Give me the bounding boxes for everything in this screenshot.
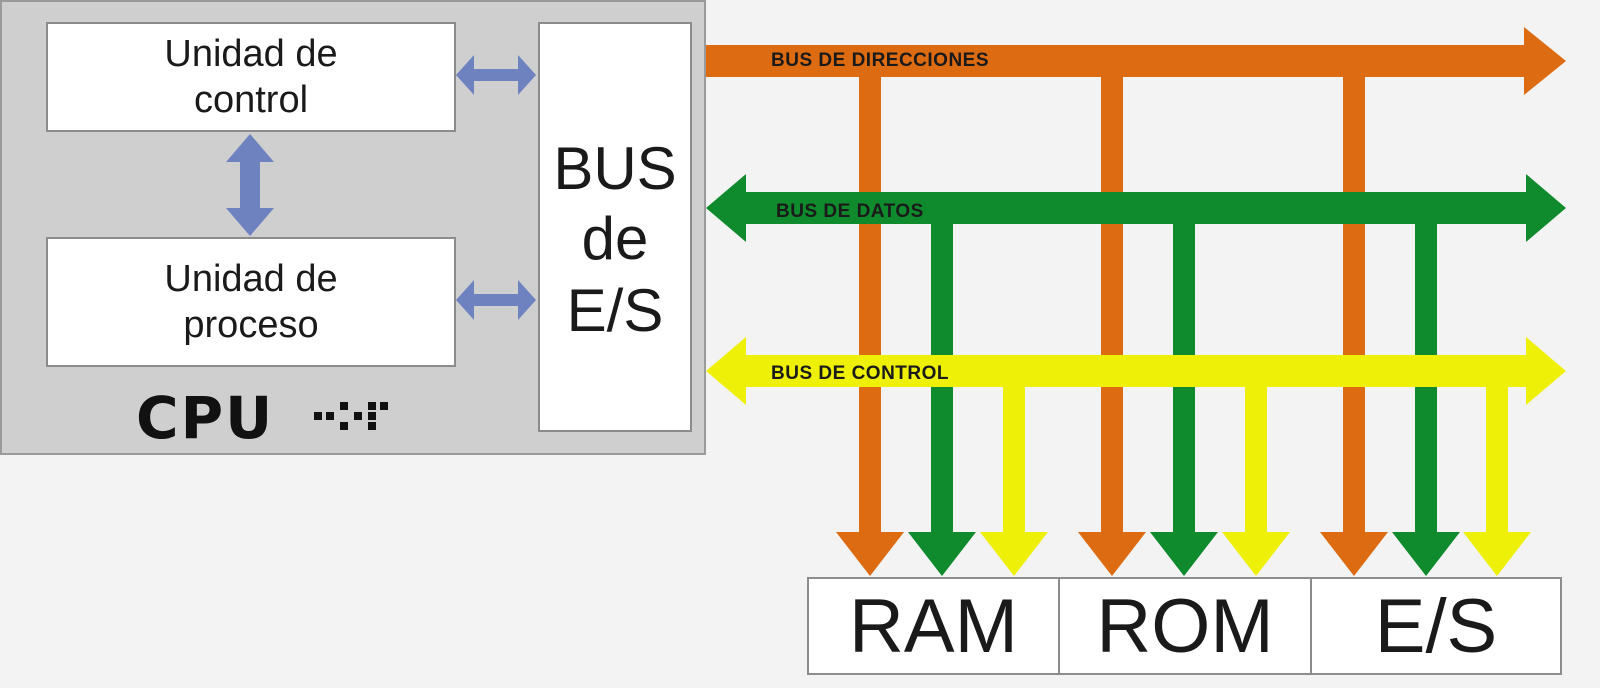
- control-bus-arrow: [706, 337, 1566, 405]
- data-bus-arrow: [706, 174, 1566, 242]
- io-bus-box: BUS de E/S: [538, 22, 692, 432]
- address-bus-arrow: [706, 27, 1566, 95]
- cpu-internal-arrows: [226, 55, 536, 320]
- data-bus-label: BUS DE DATOS: [776, 201, 924, 222]
- cpu-logo-icon: [314, 402, 388, 430]
- control-bus-drops: [980, 385, 1531, 576]
- cpu-label: CPU: [136, 384, 275, 452]
- data-drop-ram: [908, 222, 976, 576]
- process-unit-box: Unidad de proceso: [46, 237, 456, 367]
- control-drop-ram: [980, 385, 1048, 576]
- control-drop-rom: [1222, 385, 1290, 576]
- address-drop-rom: [1078, 75, 1146, 576]
- data-bus-shaft: [706, 174, 1566, 242]
- address-bus-shaft: [706, 27, 1566, 95]
- control-process-arrow: [226, 134, 274, 236]
- control-unit-io-arrow: [456, 55, 536, 95]
- data-drop-es: [1392, 222, 1460, 576]
- data-drop-rom: [1150, 222, 1218, 576]
- process-unit-io-arrow: [456, 280, 536, 320]
- control-unit-box: Unidad de control: [46, 22, 456, 132]
- io-bus-line-3: E/S: [566, 277, 664, 344]
- io-device-box: E/S: [1310, 577, 1562, 675]
- ram-box: RAM: [807, 577, 1060, 675]
- io-bus-line-1: BUS: [553, 135, 677, 202]
- control-bus-shaft: [706, 337, 1566, 405]
- rom-box: ROM: [1058, 577, 1312, 675]
- address-bus-drops: [836, 75, 1388, 576]
- address-bus-label: BUS DE DIRECCIONES: [771, 50, 990, 71]
- control-bus-label: BUS DE CONTROL: [771, 363, 949, 384]
- address-drop-ram: [836, 75, 904, 576]
- io-bus-line-2: de: [581, 205, 649, 272]
- address-drop-es: [1320, 75, 1388, 576]
- control-drop-es: [1463, 385, 1531, 576]
- data-bus-drops: [908, 222, 1460, 576]
